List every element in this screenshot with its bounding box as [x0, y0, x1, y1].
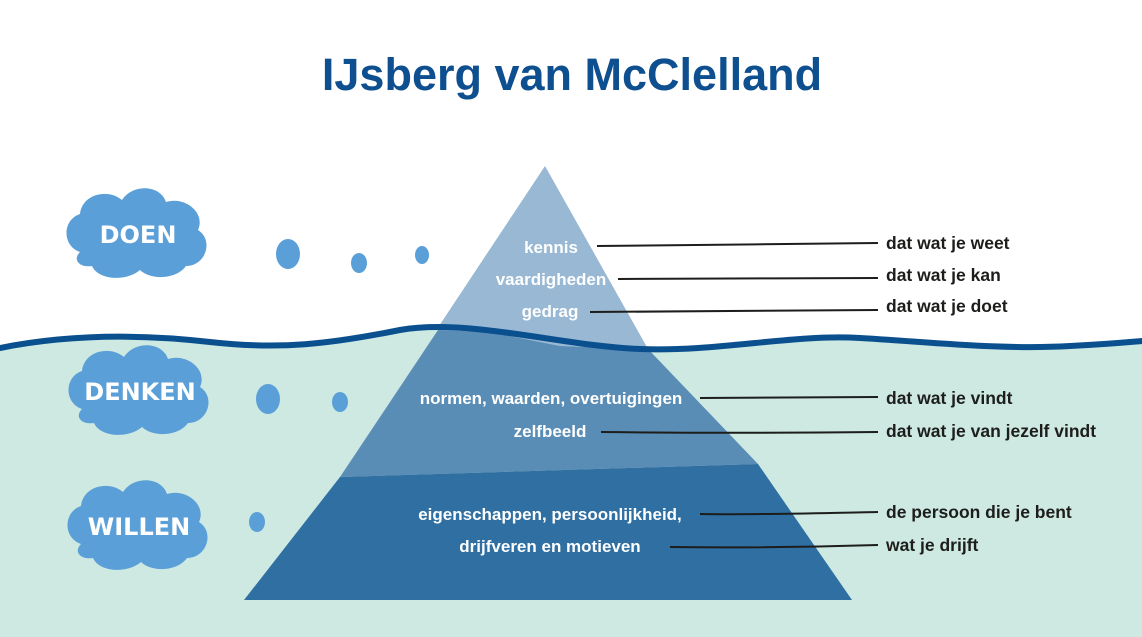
- thought-bubbles-doen: [276, 239, 429, 273]
- thought-bubbles-denken: [256, 384, 348, 414]
- level-label: DENKEN: [84, 378, 195, 406]
- page-title: IJsberg van McClelland: [322, 49, 822, 100]
- item-description: dat wat je van jezelf vindt: [886, 421, 1096, 441]
- pyramid-tier-middle: [340, 330, 758, 477]
- item-inner-label: zelfbeeld: [514, 422, 587, 441]
- cloud-denken: DENKEN: [68, 345, 209, 435]
- waterline: [0, 324, 1142, 353]
- item-description: de persoon die je bent: [886, 502, 1072, 522]
- bubble-dot: [351, 253, 367, 273]
- bubble-dot: [256, 384, 280, 414]
- bubble-dot: [332, 392, 348, 412]
- item-description: wat je drijft: [885, 535, 979, 555]
- thought-bubbles-willen: [249, 512, 265, 532]
- cloud-willen: WILLEN: [67, 480, 208, 570]
- leader-line: [596, 242, 879, 247]
- leader-line: [617, 277, 879, 280]
- item-description: dat wat je weet: [886, 233, 1010, 253]
- bubble-dot: [415, 246, 429, 264]
- leader-line: [669, 544, 879, 549]
- item-description: dat wat je vindt: [886, 388, 1013, 408]
- leader-line: [699, 396, 879, 399]
- cloud-icon: [67, 480, 208, 570]
- item-description: dat wat je kan: [886, 265, 1001, 285]
- leader-line: [589, 309, 879, 313]
- item-inner-label: gedrag: [522, 302, 579, 321]
- level-label: DOEN: [100, 221, 177, 249]
- cloud-doen: DOEN: [66, 188, 207, 278]
- pyramid-tier-bottom: [244, 464, 852, 600]
- bubble-dot: [276, 239, 300, 269]
- item-inner-label: vaardigheden: [496, 270, 607, 289]
- leader-line: [600, 431, 879, 434]
- item-inner-label: normen, waarden, overtuigingen: [420, 389, 683, 408]
- item-description: dat wat je doet: [886, 296, 1008, 316]
- cloud-icon: [68, 345, 209, 435]
- leader-line: [699, 511, 879, 516]
- level-label: WILLEN: [88, 513, 190, 541]
- item-inner-label: eigenschappen, persoonlijkheid,: [418, 505, 682, 524]
- bubble-dot: [249, 512, 265, 532]
- pyramid-tier-top: [438, 166, 648, 349]
- item-inner-label: drijfveren en motieven: [459, 537, 640, 556]
- item-inner-label: kennis: [524, 238, 578, 257]
- cloud-icon: [66, 188, 207, 278]
